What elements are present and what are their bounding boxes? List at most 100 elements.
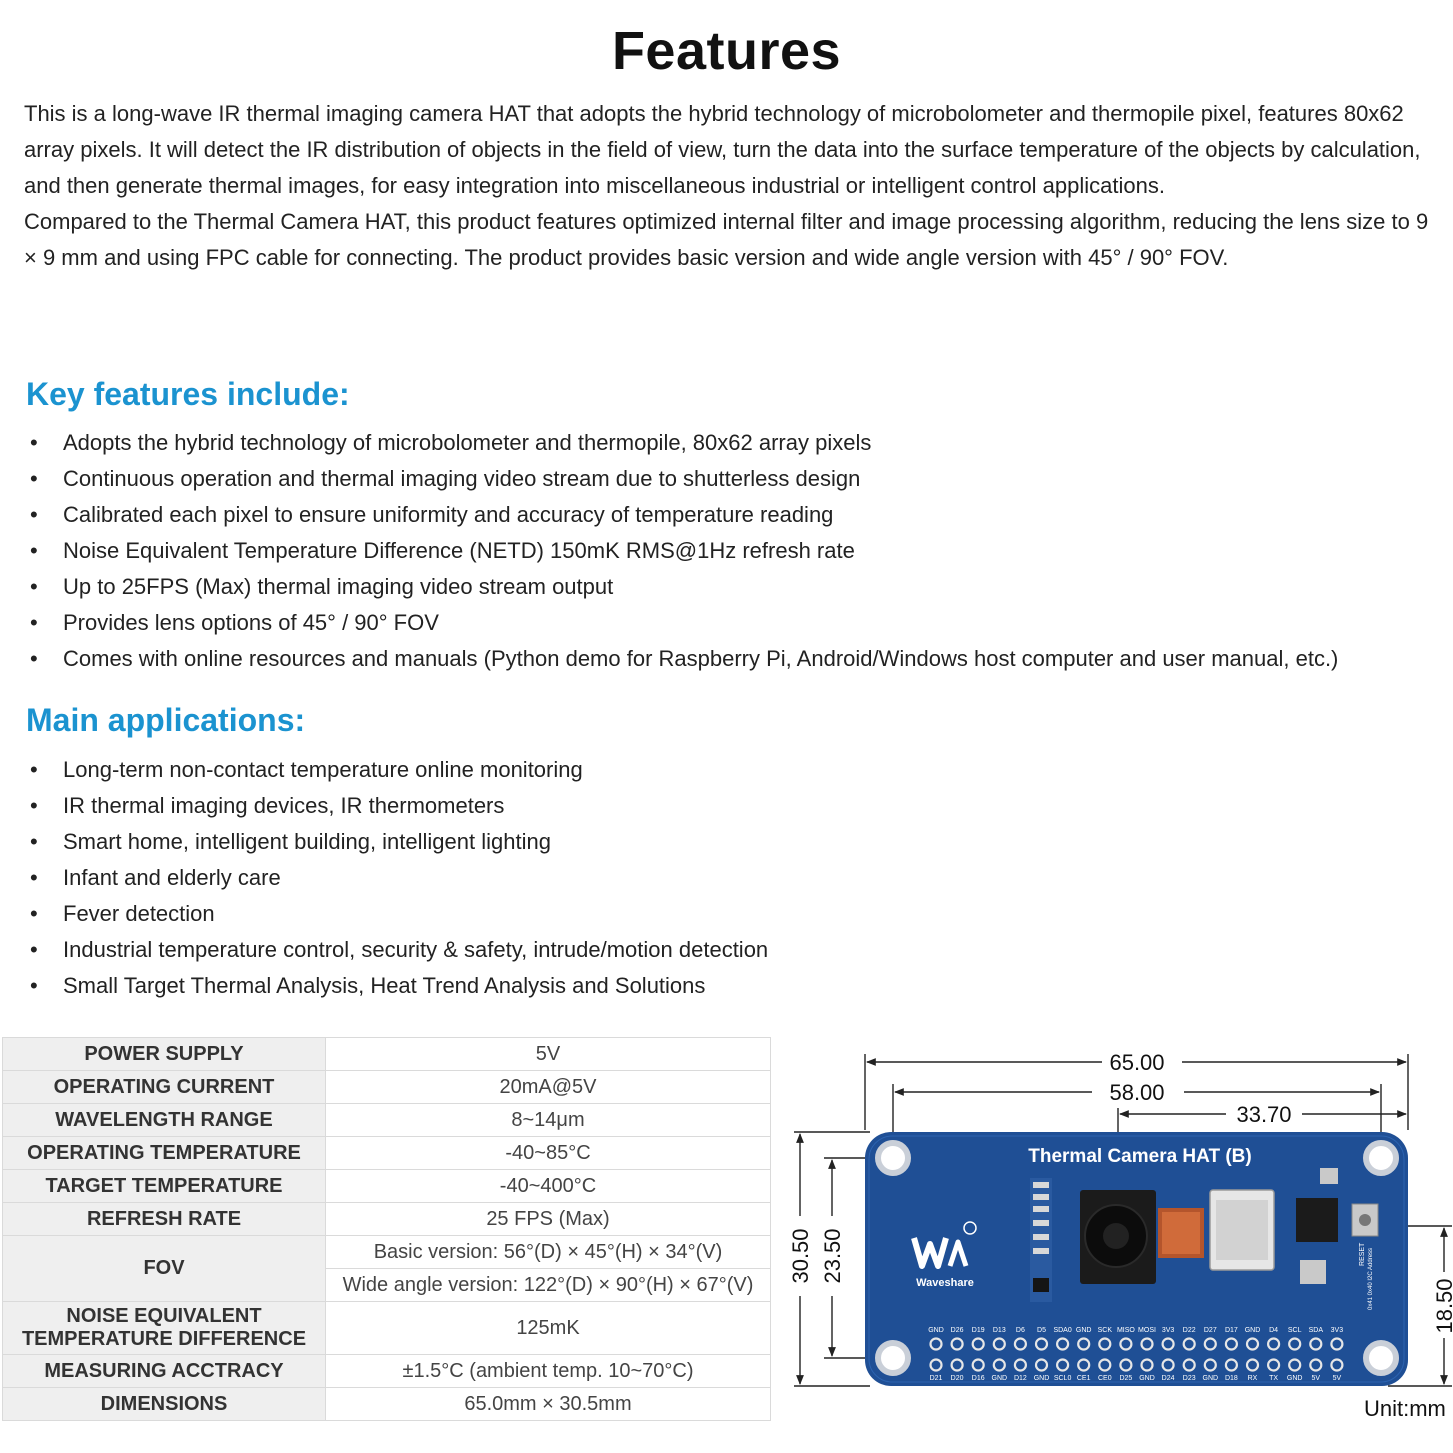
dimension-labels: 65.00 58.00 33.70 30.50 23.50 18.50 xyxy=(788,1050,1453,1334)
gpio-label: D17 xyxy=(1225,1327,1238,1334)
gpio-pin xyxy=(1330,1358,1344,1372)
table-row: OPERATING TEMPERATURE -40~85°C xyxy=(2,1136,771,1170)
table-row: FOV Basic version: 56°(D) × 45°(H) × 34°… xyxy=(2,1235,771,1302)
gpio-pin xyxy=(950,1358,964,1372)
gpio-pin xyxy=(1056,1337,1070,1351)
list-item: Noise Equivalent Temperature Difference … xyxy=(30,533,1430,569)
gpio-pin xyxy=(1309,1337,1323,1351)
table-row: REFRESH RATE 25 FPS (Max) xyxy=(2,1202,771,1236)
applications-heading: Main applications: xyxy=(26,702,306,738)
table-row: WAVELENGTH RANGE 8~14μm xyxy=(2,1103,771,1137)
gpio-label: RX xyxy=(1248,1375,1258,1382)
spec-value: 8~14μm xyxy=(325,1103,771,1137)
dim-to-connector: 33.70 xyxy=(1236,1102,1291,1127)
mounting-hole xyxy=(875,1140,911,1176)
dim-height-holes: 23.50 xyxy=(820,1228,845,1283)
intro-text: This is a long-wave IR thermal imaging c… xyxy=(24,96,1434,276)
left-components xyxy=(1030,1178,1052,1302)
spec-table: POWER SUPPLY 5V OPERATING CURRENT 20mA@5… xyxy=(2,1037,771,1421)
spec-value: 125mK xyxy=(325,1301,771,1355)
spec-value: 25 FPS (Max) xyxy=(325,1202,771,1236)
gpio-pin xyxy=(1034,1337,1049,1351)
gpio-pin xyxy=(1245,1337,1260,1351)
mounting-hole xyxy=(875,1340,911,1376)
gpio-pin xyxy=(1034,1358,1049,1372)
gpio-pin xyxy=(1224,1337,1238,1351)
gpio-pin xyxy=(1119,1337,1133,1351)
spec-value: Wide angle version: 122°(D) × 90°(H) × 6… xyxy=(325,1268,771,1302)
spec-value: 65.0mm × 30.5mm xyxy=(325,1387,771,1421)
gpio-pin xyxy=(1077,1337,1091,1351)
gpio-label: D22 xyxy=(1183,1327,1196,1334)
spec-label: POWER SUPPLY xyxy=(2,1037,326,1071)
gpio-label: D25 xyxy=(1119,1375,1132,1382)
gpio-pin xyxy=(971,1337,985,1351)
gpio-pin xyxy=(1056,1358,1070,1372)
spec-label: FOV xyxy=(2,1235,326,1302)
gpio-pin xyxy=(1203,1337,1217,1351)
dim-right: 18.50 xyxy=(1432,1278,1453,1333)
spec-value: 20mA@5V xyxy=(325,1070,771,1104)
gpio-label: 5V xyxy=(1312,1375,1321,1382)
gpio-pin xyxy=(929,1337,943,1351)
gpio-label: 5V xyxy=(1333,1375,1342,1382)
reset-label: RESET xyxy=(1359,1242,1366,1266)
table-row: POWER SUPPLY 5V xyxy=(2,1037,771,1071)
gpio-pin xyxy=(1330,1337,1344,1351)
gpio-pin xyxy=(1203,1358,1217,1372)
gpio-pin xyxy=(1119,1358,1133,1372)
spec-value: -40~400°C xyxy=(325,1169,771,1203)
spec-label: NOISE EQUIVALENT TEMPERATURE DIFFERENCE xyxy=(2,1301,326,1355)
gpio-pin xyxy=(1267,1337,1281,1351)
gpio-label: D13 xyxy=(993,1327,1006,1334)
gpio-label: D20 xyxy=(951,1375,964,1382)
gpio-pin xyxy=(1098,1358,1112,1372)
mounting-holes xyxy=(875,1140,1399,1376)
gpio-label: D18 xyxy=(1225,1375,1238,1382)
gpio-pin xyxy=(1267,1358,1281,1372)
gpio-label: D23 xyxy=(1183,1375,1196,1382)
table-row: DIMENSIONS 65.0mm × 30.5mm xyxy=(2,1387,771,1421)
gpio-label: D6 xyxy=(1016,1327,1025,1334)
page-title: Features xyxy=(611,21,842,81)
spec-value: 5V xyxy=(325,1037,771,1071)
gpio-label: GND xyxy=(1245,1327,1261,1334)
gpio-pin xyxy=(1182,1337,1196,1351)
table-row: TARGET TEMPERATURE -40~400°C xyxy=(2,1169,771,1203)
gpio-label: SDA xyxy=(1309,1327,1324,1334)
table-row: OPERATING CURRENT 20mA@5V xyxy=(2,1070,771,1104)
gpio-label: D5 xyxy=(1037,1327,1046,1334)
gpio-pin xyxy=(1309,1358,1323,1372)
spec-label: DIMENSIONS xyxy=(2,1387,326,1421)
gpio-pin xyxy=(992,1337,1006,1351)
brand-name: Waveshare xyxy=(916,1277,974,1289)
gpio-pin xyxy=(1013,1358,1027,1372)
gpio-pin xyxy=(992,1358,1006,1372)
list-item: Calibrated each pixel to ensure uniformi… xyxy=(30,497,1430,533)
thermal-sensor-module xyxy=(1080,1189,1275,1284)
gpio-label: D12 xyxy=(1014,1375,1027,1382)
gpio-label: D4 xyxy=(1269,1327,1278,1334)
gpio-label: CE1 xyxy=(1077,1375,1091,1382)
dim-width-holes: 58.00 xyxy=(1109,1080,1164,1105)
gpio-label: D24 xyxy=(1162,1375,1175,1382)
gpio-pin xyxy=(1161,1358,1175,1372)
spec-label: WAVELENGTH RANGE xyxy=(2,1103,326,1137)
mounting-hole xyxy=(1363,1340,1399,1376)
spec-label: MEASURING ACCTRACY xyxy=(2,1354,326,1388)
mounting-hole xyxy=(1363,1140,1399,1176)
gpio-pin xyxy=(971,1358,985,1372)
list-item: Up to 25FPS (Max) thermal imaging video … xyxy=(30,569,1430,605)
spec-label: OPERATING TEMPERATURE xyxy=(2,1136,326,1170)
gpio-label: SDA0 xyxy=(1053,1327,1071,1334)
pcb-board: Thermal Camera HAT (B) Waveshare xyxy=(865,1132,1408,1386)
dim-height-total: 30.50 xyxy=(788,1228,813,1283)
board-dimension-diagram: 65.00 58.00 33.70 30.50 23.50 18.50 Ther… xyxy=(788,1050,1453,1387)
i2c-address-label: 0x41 0x40 I2C Address xyxy=(1368,1248,1374,1310)
applications-list: Long-term non-contact temperature online… xyxy=(30,752,1430,1004)
key-features-heading: Key features include: xyxy=(26,376,350,412)
unit-label: Unit:mm xyxy=(1364,1396,1446,1421)
gpio-pin xyxy=(1288,1337,1302,1351)
spec-label: OPERATING CURRENT xyxy=(2,1070,326,1104)
